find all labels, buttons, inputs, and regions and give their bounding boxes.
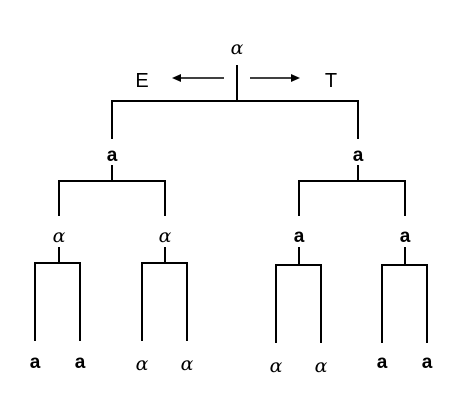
arrow-left-head — [172, 74, 181, 82]
left-subtree-branch — [58, 165, 166, 216]
right-subtree-branch — [298, 165, 406, 216]
arrow-right-head — [291, 74, 300, 82]
leaf-8-label: a — [422, 352, 433, 373]
leaf-branch-3 — [275, 247, 322, 343]
leaf-3-label: α — [136, 353, 149, 375]
leaf-5-label: α — [270, 355, 283, 377]
leaf-2-label: a — [75, 352, 86, 373]
leaf-1-label: a — [30, 352, 41, 373]
level2-node-2-label: α — [159, 225, 172, 247]
level2-node-4-label: a — [400, 226, 411, 247]
level2-node-3-label: a — [294, 226, 305, 247]
level2-node-1-label: α — [53, 225, 66, 247]
direction-right-label: T — [325, 70, 337, 92]
level1-node-left-label: a — [107, 145, 118, 166]
direction-left-label: E — [135, 70, 148, 92]
leaf-7-label: a — [377, 352, 388, 373]
leaf-4-label: α — [181, 353, 194, 375]
level1-node-right-label: a — [353, 145, 364, 166]
root-node-label: α — [231, 37, 244, 59]
leaf-branch-1 — [34, 247, 81, 341]
leaf-6-label: α — [315, 355, 328, 377]
leaf-branch-4 — [381, 247, 428, 343]
root-branch — [111, 65, 359, 139]
leaf-branch-2 — [141, 247, 188, 341]
